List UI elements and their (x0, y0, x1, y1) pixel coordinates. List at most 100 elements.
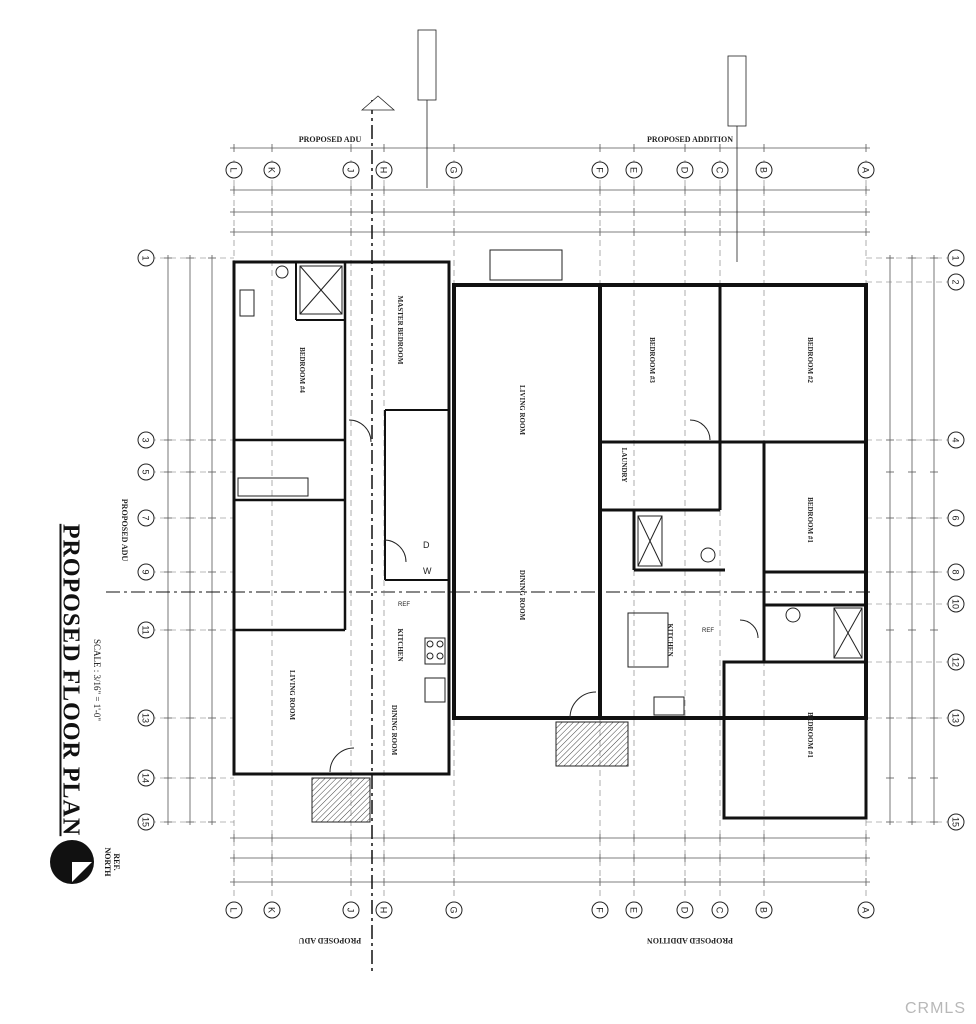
grid-marker-text: 7 (141, 515, 151, 520)
adu-outline (232, 260, 451, 776)
grid-marker-text: A (861, 907, 871, 913)
callout-box (727, 55, 747, 127)
room-label-bedroom-bottom: BEDROOM #1 (806, 712, 814, 758)
closet (237, 477, 309, 497)
bedroom-bottom-wall (722, 660, 868, 820)
grid-marker-B: B (755, 901, 773, 919)
shower-addition (833, 607, 863, 659)
grid-marker-text: 8 (951, 569, 961, 574)
grid-marker-text: E (629, 167, 639, 173)
room-label-kitchen-addition: KITCHEN (666, 623, 674, 656)
patio-addition (555, 721, 629, 767)
toilet-addition-2 (785, 607, 801, 623)
grid-marker-text: B (759, 907, 769, 913)
grid-marker-row-13: 13 (947, 709, 965, 727)
room-label-bedroom-mid: BEDROOM #1 (806, 497, 814, 543)
walls (232, 260, 868, 820)
room-label-kitchen-adu: KITCHEN (396, 628, 404, 661)
section-tag (360, 95, 396, 111)
grid-marker-text: J (346, 168, 356, 173)
top-label-adu: PROPOSED ADU (299, 135, 362, 144)
grid-marker-text: H (379, 167, 389, 174)
grid-marker-text: 3 (141, 437, 151, 442)
room-label-dining-adu: DINING ROOM (390, 705, 398, 756)
grid-marker-text: L (229, 907, 239, 912)
grid-marker-row-11: 11 (137, 621, 155, 639)
room-label-dining: DINING ROOM (518, 570, 526, 621)
grid-marker-text: C (715, 167, 725, 174)
room-labels: BEDROOM #4 MASTER BEDROOM LIVING ROOM BE… (288, 296, 814, 759)
grid-marker-L: L (225, 161, 243, 179)
bottom-label-addition: PROPOSED ADDITION (647, 936, 733, 945)
grid-marker-row-6: 6 (947, 509, 965, 527)
door-swing (569, 691, 597, 719)
door-swing (348, 419, 372, 443)
grid-marker-row-4: 4 (947, 431, 965, 449)
grid-marker-row-9: 9 (137, 563, 155, 581)
addition-outline (452, 283, 868, 720)
grid-marker-text: K (267, 907, 277, 913)
grid-marker-row-15: 15 (137, 813, 155, 831)
grid-marker-K: K (263, 901, 281, 919)
grid-marker-text: F (595, 907, 605, 913)
grid-marker-row-1: 1 (137, 249, 155, 267)
room-label-living-adu: LIVING ROOM (288, 670, 296, 720)
grid-marker-text: 1 (951, 255, 961, 260)
cooktop (424, 637, 446, 665)
grid-marker-text: 11 (141, 625, 151, 634)
ref-label: REF (398, 602, 410, 608)
grid-marker-K: K (263, 161, 281, 179)
grid-marker-text: 13 (951, 713, 961, 723)
callout-box (417, 29, 437, 101)
grid-marker-text: 12 (951, 657, 961, 667)
room-label-master: MASTER BEDROOM (396, 296, 404, 365)
grid-marker-text: 10 (951, 599, 961, 609)
grid-marker-E: E (625, 901, 643, 919)
grid-marker-text: 2 (951, 279, 961, 284)
grid-marker-G: G (445, 161, 463, 179)
washer-label: W (423, 566, 432, 576)
grid-marker-text: C (715, 907, 725, 914)
grid-marker-text: G (449, 906, 459, 913)
room-label-laundry: LAUNDRY (620, 448, 628, 483)
side-label-adu: PROPOSED ADU (120, 499, 129, 562)
drawing-title: PROPOSED FLOOR PLAN (57, 523, 84, 837)
grid-marker-E: E (625, 161, 643, 179)
grid-marker-text: K (267, 167, 277, 173)
drawing-scale: SCALE : 3/16" = 1'-0" (92, 638, 102, 722)
room-label-bedroom3: BEDROOM #3 (648, 337, 656, 383)
grid-marker-row-7: 7 (137, 509, 155, 527)
grid-marker-text: 6 (951, 515, 961, 520)
grid-marker-D: D (676, 901, 694, 919)
grid-marker-row-10: 10 (947, 595, 965, 613)
grid-marker-C: C (711, 901, 729, 919)
window-box (489, 249, 563, 281)
fixtures (237, 249, 863, 823)
vanity (239, 289, 255, 317)
north-arrow-icon (50, 840, 94, 884)
grid-marker-text: 5 (141, 469, 151, 474)
grid-marker-H: H (375, 901, 393, 919)
grid-marker-text: G (449, 166, 459, 173)
grid-marker-H: H (375, 161, 393, 179)
patio-adu (311, 777, 371, 823)
room-label-bedroom4: BEDROOM #4 (298, 347, 306, 393)
grid-marker-text: B (759, 167, 769, 173)
room-label-bedroom2: BEDROOM #2 (806, 337, 814, 383)
ref-label-addition: REF (702, 628, 714, 634)
grid-marker-L: L (225, 901, 243, 919)
room-label-living: LIVING ROOM (518, 385, 526, 435)
grid-lines (150, 160, 950, 900)
grid-marker-row-3: 3 (137, 431, 155, 449)
grid-marker-text: 1 (141, 255, 151, 260)
grid-marker-F: F (591, 161, 609, 179)
grid-marker-text: 4 (951, 437, 961, 442)
bottom-label-adu: PROPOSED ADU (299, 936, 362, 945)
grid-marker-row-5: 5 (137, 463, 155, 481)
grid-marker-text: D (680, 907, 690, 914)
island (627, 612, 669, 668)
grid-marker-text: E (629, 907, 639, 913)
fixture-labels: D W REF REF (398, 540, 714, 634)
grid-marker-row-13: 13 (137, 709, 155, 727)
grid-marker-row-8: 8 (947, 563, 965, 581)
